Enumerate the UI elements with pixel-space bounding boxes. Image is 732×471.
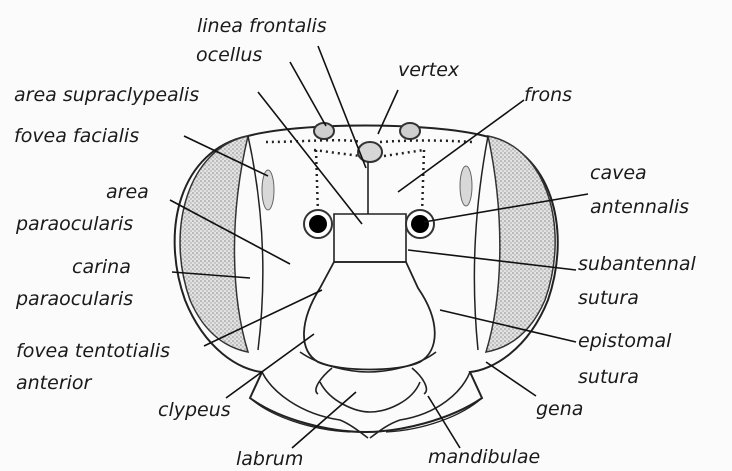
label-cavea-antennalis-1: cavea	[590, 162, 647, 184]
left-compound-eye	[180, 136, 248, 352]
label-cavea-antennalis-2: antennalis	[590, 196, 689, 218]
label-epistomal-sutura-2: sutura	[578, 366, 639, 388]
supraclypeal-area	[334, 214, 406, 262]
label-fovea-tentotialis-1: fovea tentotialis	[16, 340, 170, 362]
label-labrum: labrum	[236, 448, 303, 470]
label-carina-paraocularis-2: paraocularis	[16, 288, 133, 310]
label-subantennal-sutura-1: subantennal	[578, 253, 696, 275]
label-vertex: vertex	[398, 59, 459, 81]
label-subantennal-sutura-2: sutura	[578, 287, 639, 309]
label-carina-paraocularis-1: carina	[72, 256, 131, 278]
left-ocellus	[314, 123, 334, 139]
label-area-paraocularis-1: area	[106, 181, 149, 203]
right-mandible	[370, 372, 470, 438]
label-clypeus: clypeus	[158, 399, 231, 421]
label-frons: frons	[524, 84, 572, 106]
right-compound-eye	[486, 136, 555, 352]
label-linea-frontalis: linea frontalis	[197, 15, 327, 37]
label-fovea-facialis: fovea facialis	[14, 125, 139, 147]
label-ocellus: ocellus	[196, 44, 262, 66]
label-mandibulae: mandibulae	[428, 446, 540, 468]
label-area-paraocularis-2: paraocularis	[16, 213, 133, 235]
label-epistomal-sutura-1: epistomal	[578, 330, 671, 352]
right-fovea-facialis	[460, 166, 472, 206]
label-fovea-tentotialis-2: anterior	[16, 372, 91, 394]
label-area-supraclypealis: area supraclypealis	[14, 84, 199, 106]
label-gena: gena	[536, 398, 583, 420]
clypeus-outline	[304, 262, 435, 370]
labrum-outline	[320, 382, 420, 412]
right-ocellus	[400, 123, 420, 139]
